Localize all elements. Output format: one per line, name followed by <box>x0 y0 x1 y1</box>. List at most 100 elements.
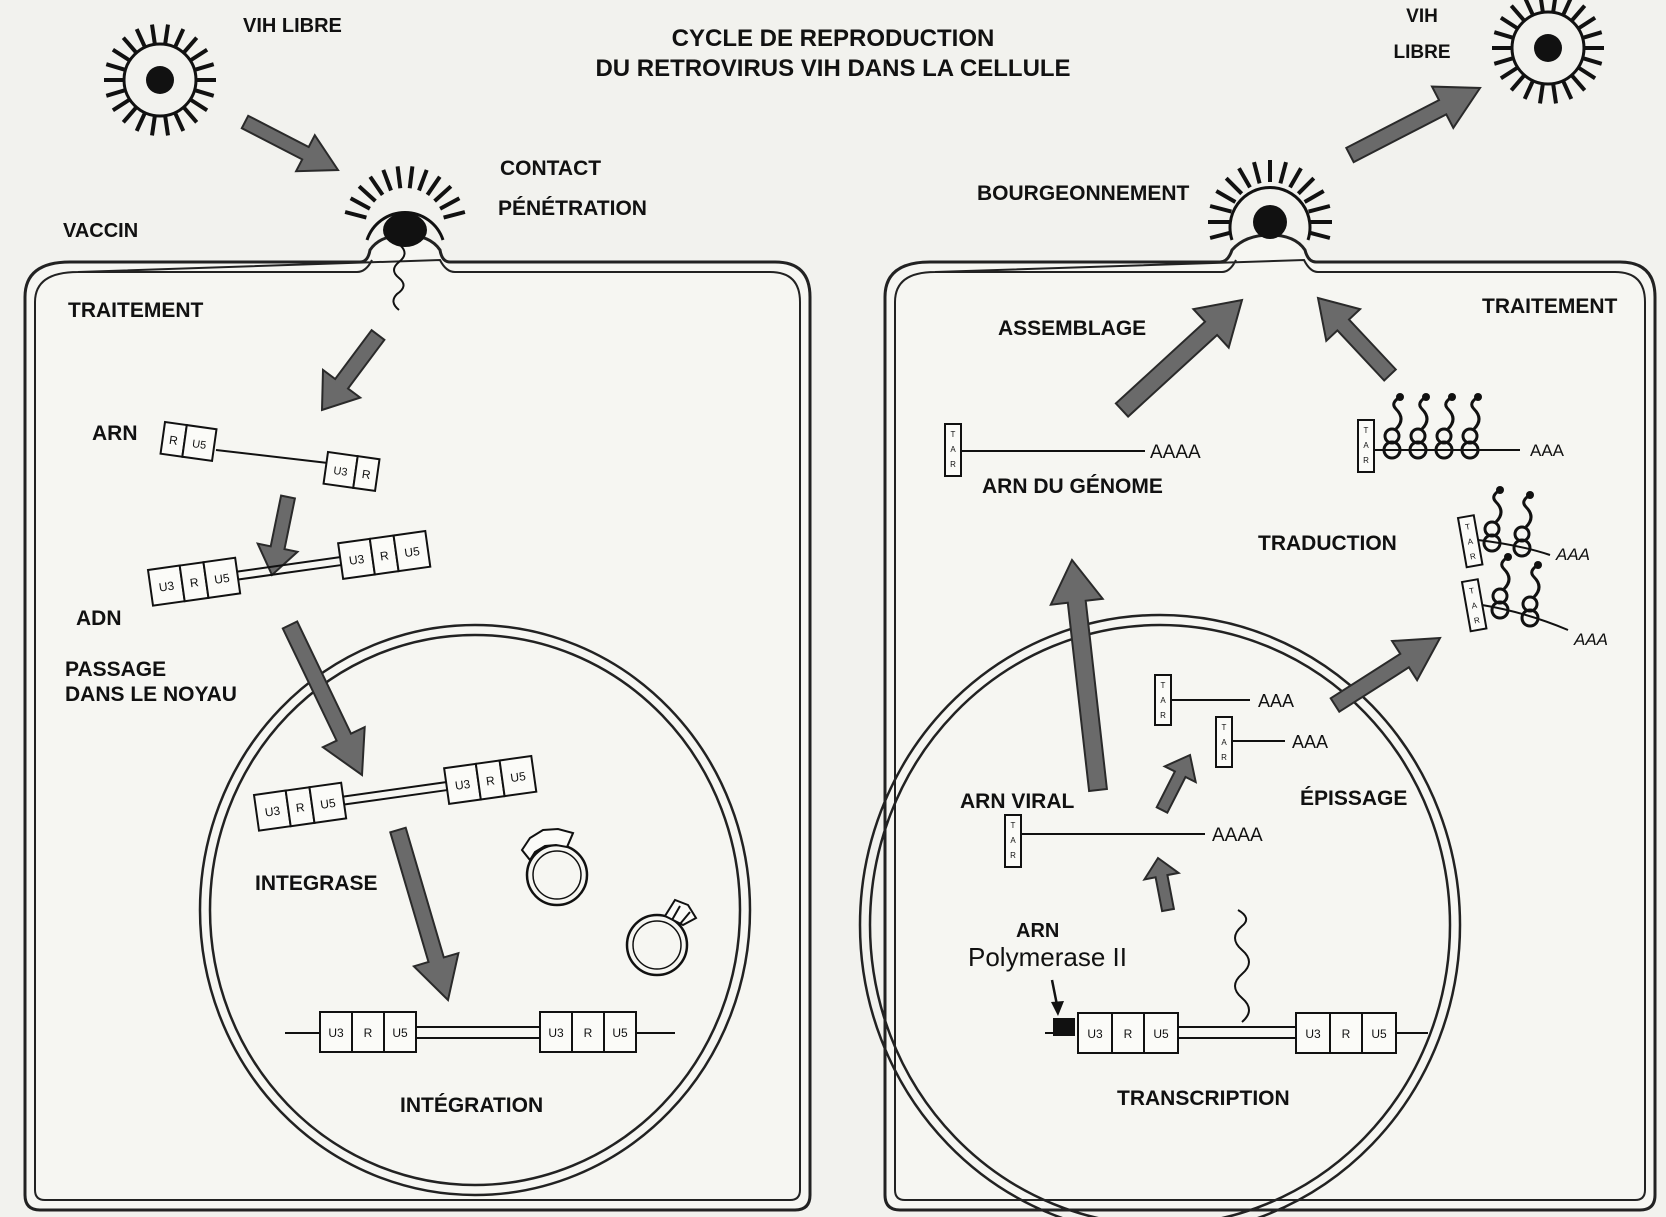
virus-spike <box>1224 176 1244 196</box>
dna-strand-nucleus: U3 R U5 U3 R U5 <box>252 754 538 832</box>
virus-spike <box>433 184 453 203</box>
svg-text:R: R <box>1342 1027 1351 1041</box>
virus-spike <box>1509 73 1526 92</box>
virus-spike <box>150 115 157 136</box>
svg-text:U5: U5 <box>213 571 230 587</box>
virus-spike <box>1581 56 1603 66</box>
svg-text:R: R <box>364 1026 373 1040</box>
svg-text:DU RETROVIRUS VIH DANS LA CELL: DU RETROVIRUS VIH DANS LA CELLULE <box>595 55 1070 82</box>
virus-spike <box>1538 83 1545 104</box>
ribosome-icon <box>1382 393 1404 460</box>
svg-text:A: A <box>1221 738 1227 747</box>
flow-arrow <box>389 826 460 1002</box>
virus-spike <box>1252 161 1262 184</box>
label-traitement-right: TRAITEMENT <box>1482 295 1617 318</box>
ribosome-icon <box>1408 393 1430 460</box>
svg-text:U5: U5 <box>392 1026 408 1040</box>
diagram-title: CYCLE DE REPRODUCTION DU RETROVIRUS VIH … <box>595 25 1070 82</box>
label-vaccin: VACCIN <box>63 220 138 242</box>
ribosome-icon <box>1512 491 1534 558</box>
svg-text:U3: U3 <box>328 1026 344 1040</box>
virus-spike <box>1308 230 1331 240</box>
label-epissage: ÉPISSAGE <box>1300 787 1407 810</box>
svg-text:R: R <box>1221 753 1227 762</box>
label-contact: CONTACT <box>500 157 601 180</box>
rna-strand-left: R U5 U3 R <box>159 420 381 493</box>
label-dans-le-noyau: DANS LE NOYAU <box>65 683 237 706</box>
virus-spike <box>1209 230 1232 240</box>
virus-spike <box>407 166 415 189</box>
svg-text:R: R <box>485 773 496 788</box>
svg-text:AAA: AAA <box>1530 441 1565 460</box>
left-nucleus-inner <box>208 633 742 1187</box>
label-integrase: INTEGRASE <box>255 872 378 895</box>
svg-text:AAA: AAA <box>1292 732 1328 752</box>
svg-text:AAAA: AAAA <box>1212 825 1263 846</box>
svg-text:U3: U3 <box>548 1026 564 1040</box>
svg-text:T: T <box>1465 522 1471 532</box>
svg-text:A: A <box>1363 441 1369 450</box>
svg-text:R: R <box>1363 456 1369 465</box>
virus-spike <box>163 115 170 136</box>
virus-spike <box>182 105 199 124</box>
svg-text:U5: U5 <box>1153 1027 1169 1041</box>
virus-spike <box>1288 167 1303 189</box>
virus-spike <box>150 24 157 45</box>
virus-spike <box>1209 204 1232 214</box>
polysome-low: T A R AAA <box>1460 553 1608 649</box>
label-vih-libre-left: VIH LIBRE <box>243 15 342 37</box>
virus-spike <box>381 169 393 192</box>
virus-spike <box>1522 79 1535 100</box>
virus-spike <box>1493 30 1515 40</box>
label-vih-right: VIH <box>1406 6 1438 27</box>
virus-spike <box>134 28 147 49</box>
virus-spike <box>1278 161 1288 184</box>
left-nucleus <box>198 623 752 1197</box>
flow-arrow <box>320 328 386 412</box>
svg-text:R: R <box>950 460 956 469</box>
svg-text:A: A <box>1010 836 1016 845</box>
virus-spike <box>1215 189 1237 204</box>
svg-text:A: A <box>1471 601 1478 611</box>
virus-spike <box>173 28 186 49</box>
virus-spike <box>1561 0 1573 17</box>
virus-spike <box>111 48 131 63</box>
ribosome-icon <box>1460 393 1482 460</box>
label-transcription: TRANSCRIPTION <box>1117 1087 1290 1110</box>
circular-dna-icon <box>520 827 589 907</box>
svg-text:A: A <box>1160 696 1166 705</box>
label-arn-polymerase: ARN <box>1016 920 1059 942</box>
virus-spike <box>121 36 138 55</box>
svg-text:A: A <box>1467 537 1474 547</box>
svg-text:T: T <box>1222 723 1227 732</box>
right-nucleus <box>858 613 1462 1217</box>
virus-spike <box>357 184 377 203</box>
flow-arrow <box>1329 636 1442 714</box>
virus-spike <box>189 97 209 112</box>
flow-arrow <box>1155 753 1198 815</box>
virus-spike <box>1551 0 1557 13</box>
label-arn-viral: ARN VIRAL <box>960 790 1075 813</box>
free-virus-right-icon <box>1492 0 1604 104</box>
virus-spike <box>105 62 127 72</box>
circular-dna-icon <box>625 898 698 977</box>
svg-text:R: R <box>361 467 372 482</box>
virus-spike <box>344 210 367 220</box>
svg-text:R: R <box>1469 552 1476 562</box>
integrated-dna: U3 R U5 U3 R U5 <box>285 1011 675 1053</box>
flow-arrow <box>1142 856 1182 913</box>
svg-text:T: T <box>1161 681 1166 690</box>
svg-text:CYCLE DE REPRODUCTION: CYCLE DE REPRODUCTION <box>672 25 995 52</box>
svg-text:T: T <box>1364 426 1369 435</box>
ribosome-icon <box>1520 561 1542 628</box>
virus-spike <box>1499 16 1519 31</box>
svg-text:R: R <box>584 1026 593 1040</box>
svg-text:AAAA: AAAA <box>1150 442 1201 463</box>
virus-spike <box>1499 65 1519 80</box>
svg-text:U3: U3 <box>333 465 349 479</box>
virus-spike <box>1509 4 1526 23</box>
svg-text:U5: U5 <box>191 438 207 452</box>
right-nucleus-inner <box>868 623 1452 1217</box>
virus-spike <box>189 48 209 63</box>
